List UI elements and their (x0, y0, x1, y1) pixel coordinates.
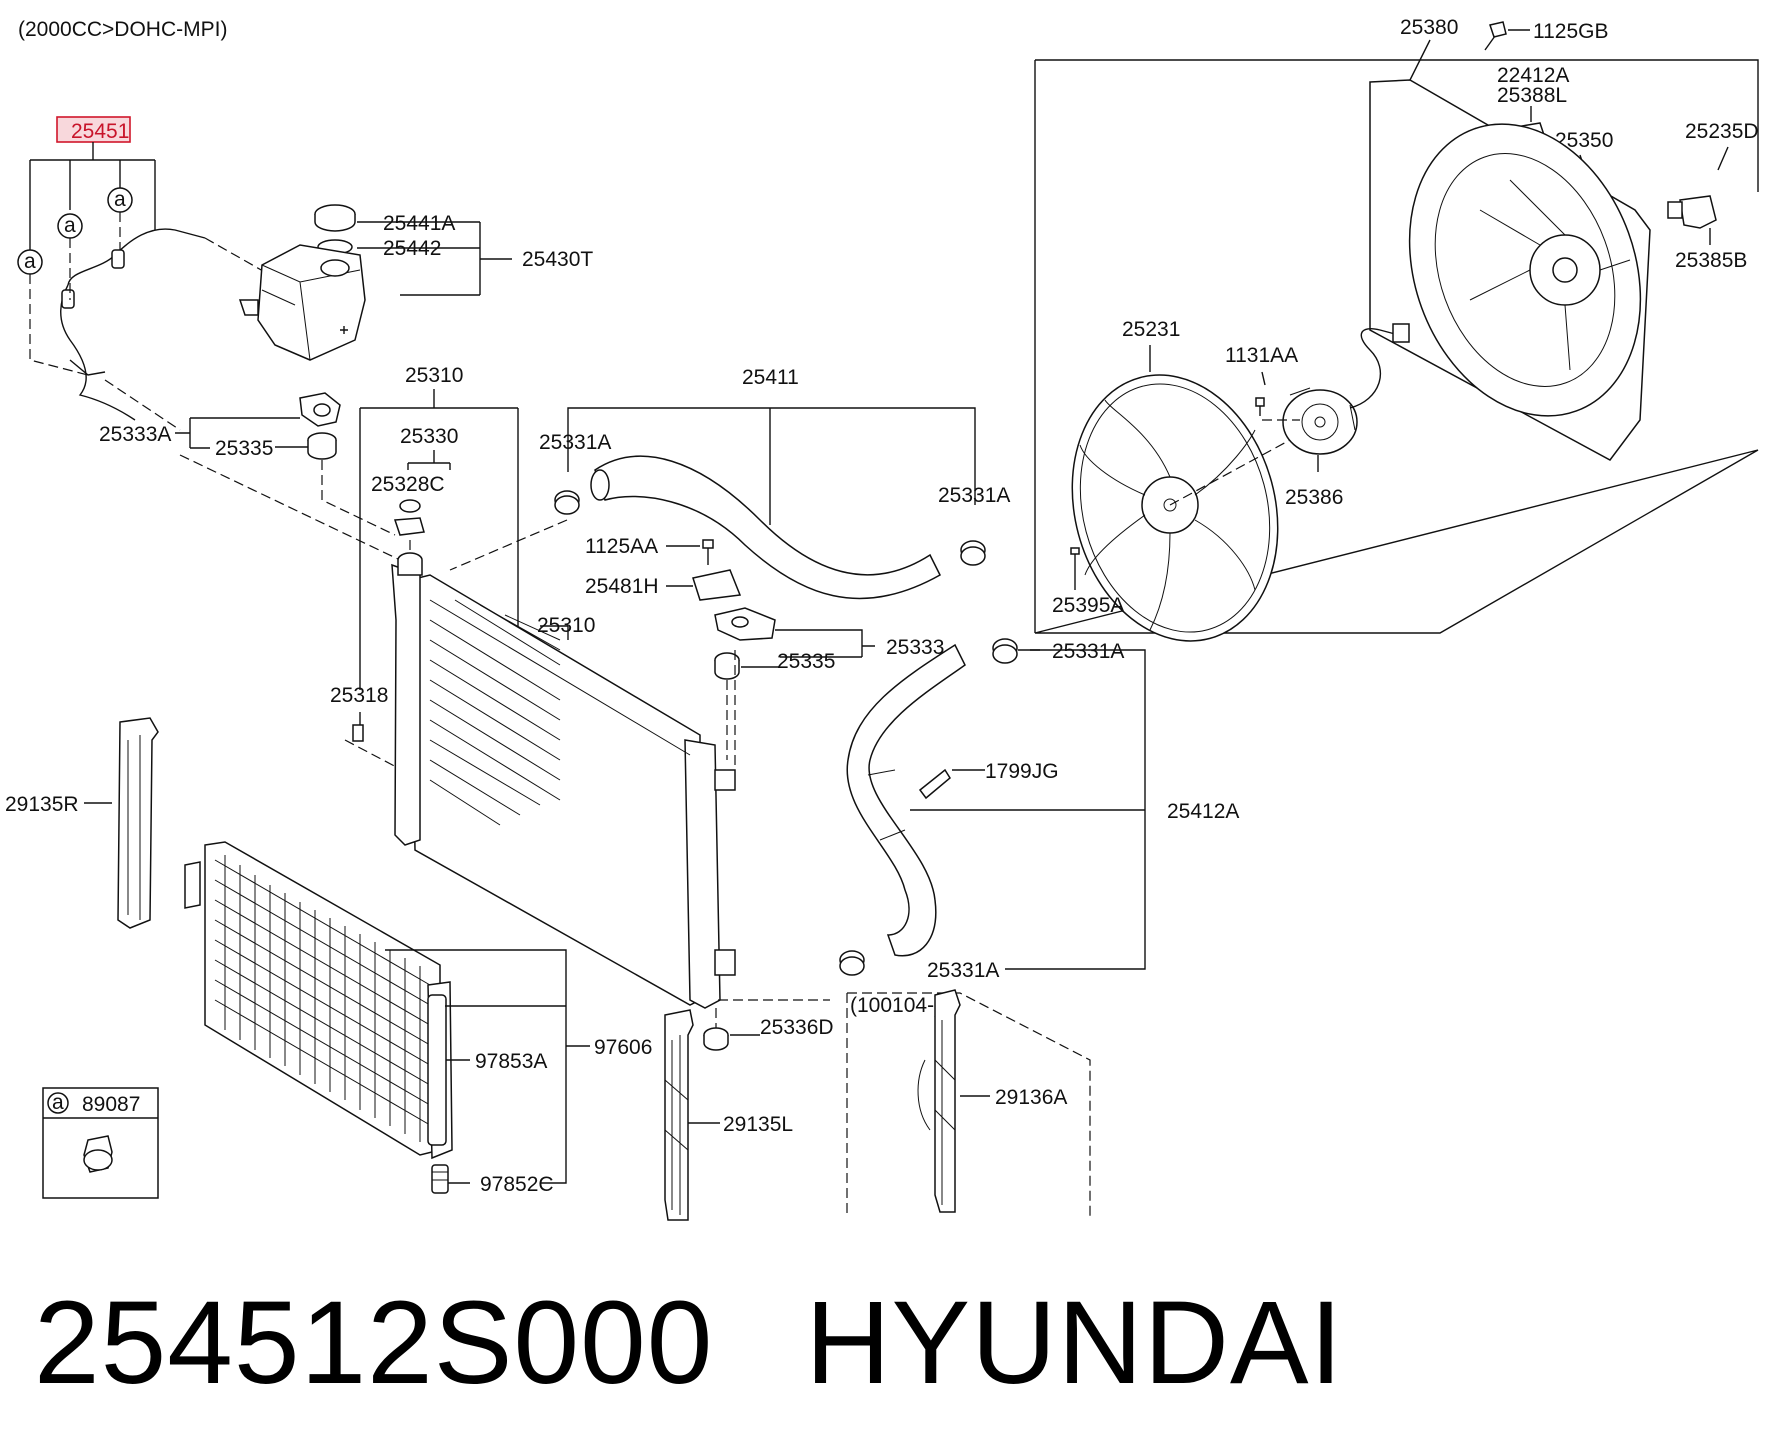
hose-25451-leaders (29, 142, 156, 250)
bolt-25395A[interactable] (1070, 547, 1080, 565)
drier-97853A[interactable] (427, 994, 447, 1146)
part-label-25386[interactable]: 25386 (1285, 486, 1343, 509)
part-label-29135R[interactable]: 29135R (5, 793, 79, 816)
part-label-25331A-1[interactable]: 25331A (539, 431, 611, 454)
insulator-25335-left[interactable] (307, 432, 337, 460)
fan-motor-25386[interactable] (1282, 323, 1410, 455)
callout-a-2-text: a (64, 214, 76, 237)
part-label-89087[interactable]: 89087 (82, 1093, 140, 1116)
condenser-97606[interactable] (184, 841, 453, 1160)
part-label-25330[interactable]: 25330 (400, 425, 458, 448)
part-label-25310-top[interactable]: 25310 (405, 364, 463, 387)
bracket-25481H[interactable] (692, 569, 742, 601)
part-label-25235D[interactable]: 25235D (1685, 120, 1759, 143)
part-label-25331A-3[interactable]: 25331A (1052, 640, 1124, 663)
part-label-25385B[interactable]: 25385B (1675, 249, 1747, 272)
hose-clamp-25331A-2[interactable] (960, 540, 986, 566)
clip-1799JG[interactable] (918, 768, 951, 800)
part-label-29135L[interactable]: 29135L (723, 1113, 793, 1136)
connector-25385B[interactable] (1667, 195, 1717, 229)
insulator-25335-right[interactable] (714, 652, 740, 680)
o-ring-25328C[interactable] (399, 499, 421, 513)
part-label-1799JG[interactable]: 1799JG (985, 760, 1059, 783)
engine-note: (2000CC>DOHC-MPI) (18, 18, 227, 41)
part-label-97852C[interactable]: 97852C (480, 1173, 554, 1196)
overflow-hose-25451[interactable] (60, 228, 206, 421)
part-label-25411[interactable]: 25411 (742, 366, 799, 389)
part-label-25328C[interactable]: 25328C (371, 473, 445, 496)
callout-a-1: a (17, 249, 43, 275)
part-label-25333[interactable]: 25333 (886, 636, 944, 659)
radiator-cap-25330[interactable] (393, 517, 425, 536)
part-label-25430T[interactable]: 25430T (522, 248, 593, 271)
part-label-25331A-2[interactable]: 25331A (938, 484, 1010, 507)
part-label-100104[interactable]: (100104-) (850, 994, 941, 1017)
part-label-25336D[interactable]: 25336D (760, 1016, 834, 1039)
part-label-25442[interactable]: 25442 (383, 237, 441, 260)
lower-hose-25412A[interactable] (846, 643, 966, 957)
part-label-1125AA[interactable]: 1125AA (585, 535, 658, 558)
part-label-97853A[interactable]: 97853A (475, 1050, 547, 1073)
drain-plug-25318[interactable] (352, 724, 364, 742)
part-label-25310-mid[interactable]: 25310 (537, 614, 595, 637)
bolt-1125AA[interactable] (702, 539, 714, 565)
air-guard-29136A[interactable] (917, 989, 961, 1213)
part-label-25331A-4[interactable]: 25331A (927, 959, 999, 982)
part-label-25395A[interactable]: 25395A (1052, 594, 1124, 617)
part-label-1125GB[interactable]: 1125GB (1533, 20, 1609, 43)
hose-clamp-25331A-4[interactable] (839, 950, 865, 976)
screw-1131AA[interactable] (1255, 397, 1265, 416)
legend-callout-text: a (52, 1091, 64, 1114)
callout-a-2: a (57, 213, 83, 239)
drain-plug-25336D[interactable] (703, 1027, 729, 1051)
part-label-1131AA[interactable]: 1131AA (1225, 344, 1298, 367)
hose-clamp-25331A-3[interactable] (992, 638, 1018, 664)
caption-part-number: 254512S000 (34, 1277, 714, 1409)
part-label-25318[interactable]: 25318 (330, 684, 388, 707)
upper-hose-25411[interactable] (590, 455, 941, 600)
radiator-25310[interactable] (391, 552, 736, 1009)
cooling-fan-25231[interactable] (1043, 352, 1306, 665)
part-label-25451[interactable]: 25451 (71, 120, 129, 143)
air-guard-29135L[interactable] (664, 1009, 694, 1221)
caption: 254512S000 HYUNDAI (34, 1275, 1734, 1415)
caption-brand: HYUNDAI (805, 1277, 1344, 1409)
air-guard-29135R[interactable] (117, 717, 159, 929)
callout-a-3: a (107, 187, 133, 213)
hose-clamp-25331A-1[interactable] (554, 490, 580, 515)
part-label-25231[interactable]: 25231 (1122, 318, 1180, 341)
bracket-25333A[interactable] (299, 392, 341, 427)
part-label-29136A[interactable]: 29136A (995, 1086, 1067, 1109)
part-label-25333A[interactable]: 25333A (99, 423, 171, 446)
callout-a-3-text: a (114, 188, 126, 211)
part-label-97606[interactable]: 97606 (594, 1036, 652, 1059)
fan-group-outline (1034, 59, 1759, 634)
part-label-25412A[interactable]: 25412A (1167, 800, 1239, 823)
bolt-1125GB[interactable] (1484, 21, 1507, 51)
reservoir-cap-25441A[interactable] (314, 204, 356, 232)
fan-shroud-25350[interactable] (1369, 79, 1680, 461)
part-label-25481H[interactable]: 25481H (585, 575, 659, 598)
callout-a-1-text: a (24, 250, 36, 273)
cap-97852C[interactable] (431, 1164, 449, 1194)
part-label-25380[interactable]: 25380 (1400, 16, 1458, 39)
part-label-25350[interactable]: 25350 (1555, 129, 1613, 152)
bracket-25333[interactable] (714, 607, 776, 641)
part-label-25388L[interactable]: 25388L (1497, 84, 1567, 107)
part-label-25335-left[interactable]: 25335 (215, 437, 273, 460)
part-label-25335-right[interactable]: 25335 (777, 650, 835, 673)
reservoir-tank-25430T[interactable] (238, 244, 366, 361)
legend-clip-89087[interactable]: a 89087 (42, 1087, 159, 1199)
part-label-22412A[interactable]: 22412A (1497, 64, 1569, 87)
part-label-25441A[interactable]: 25441A (383, 212, 455, 235)
